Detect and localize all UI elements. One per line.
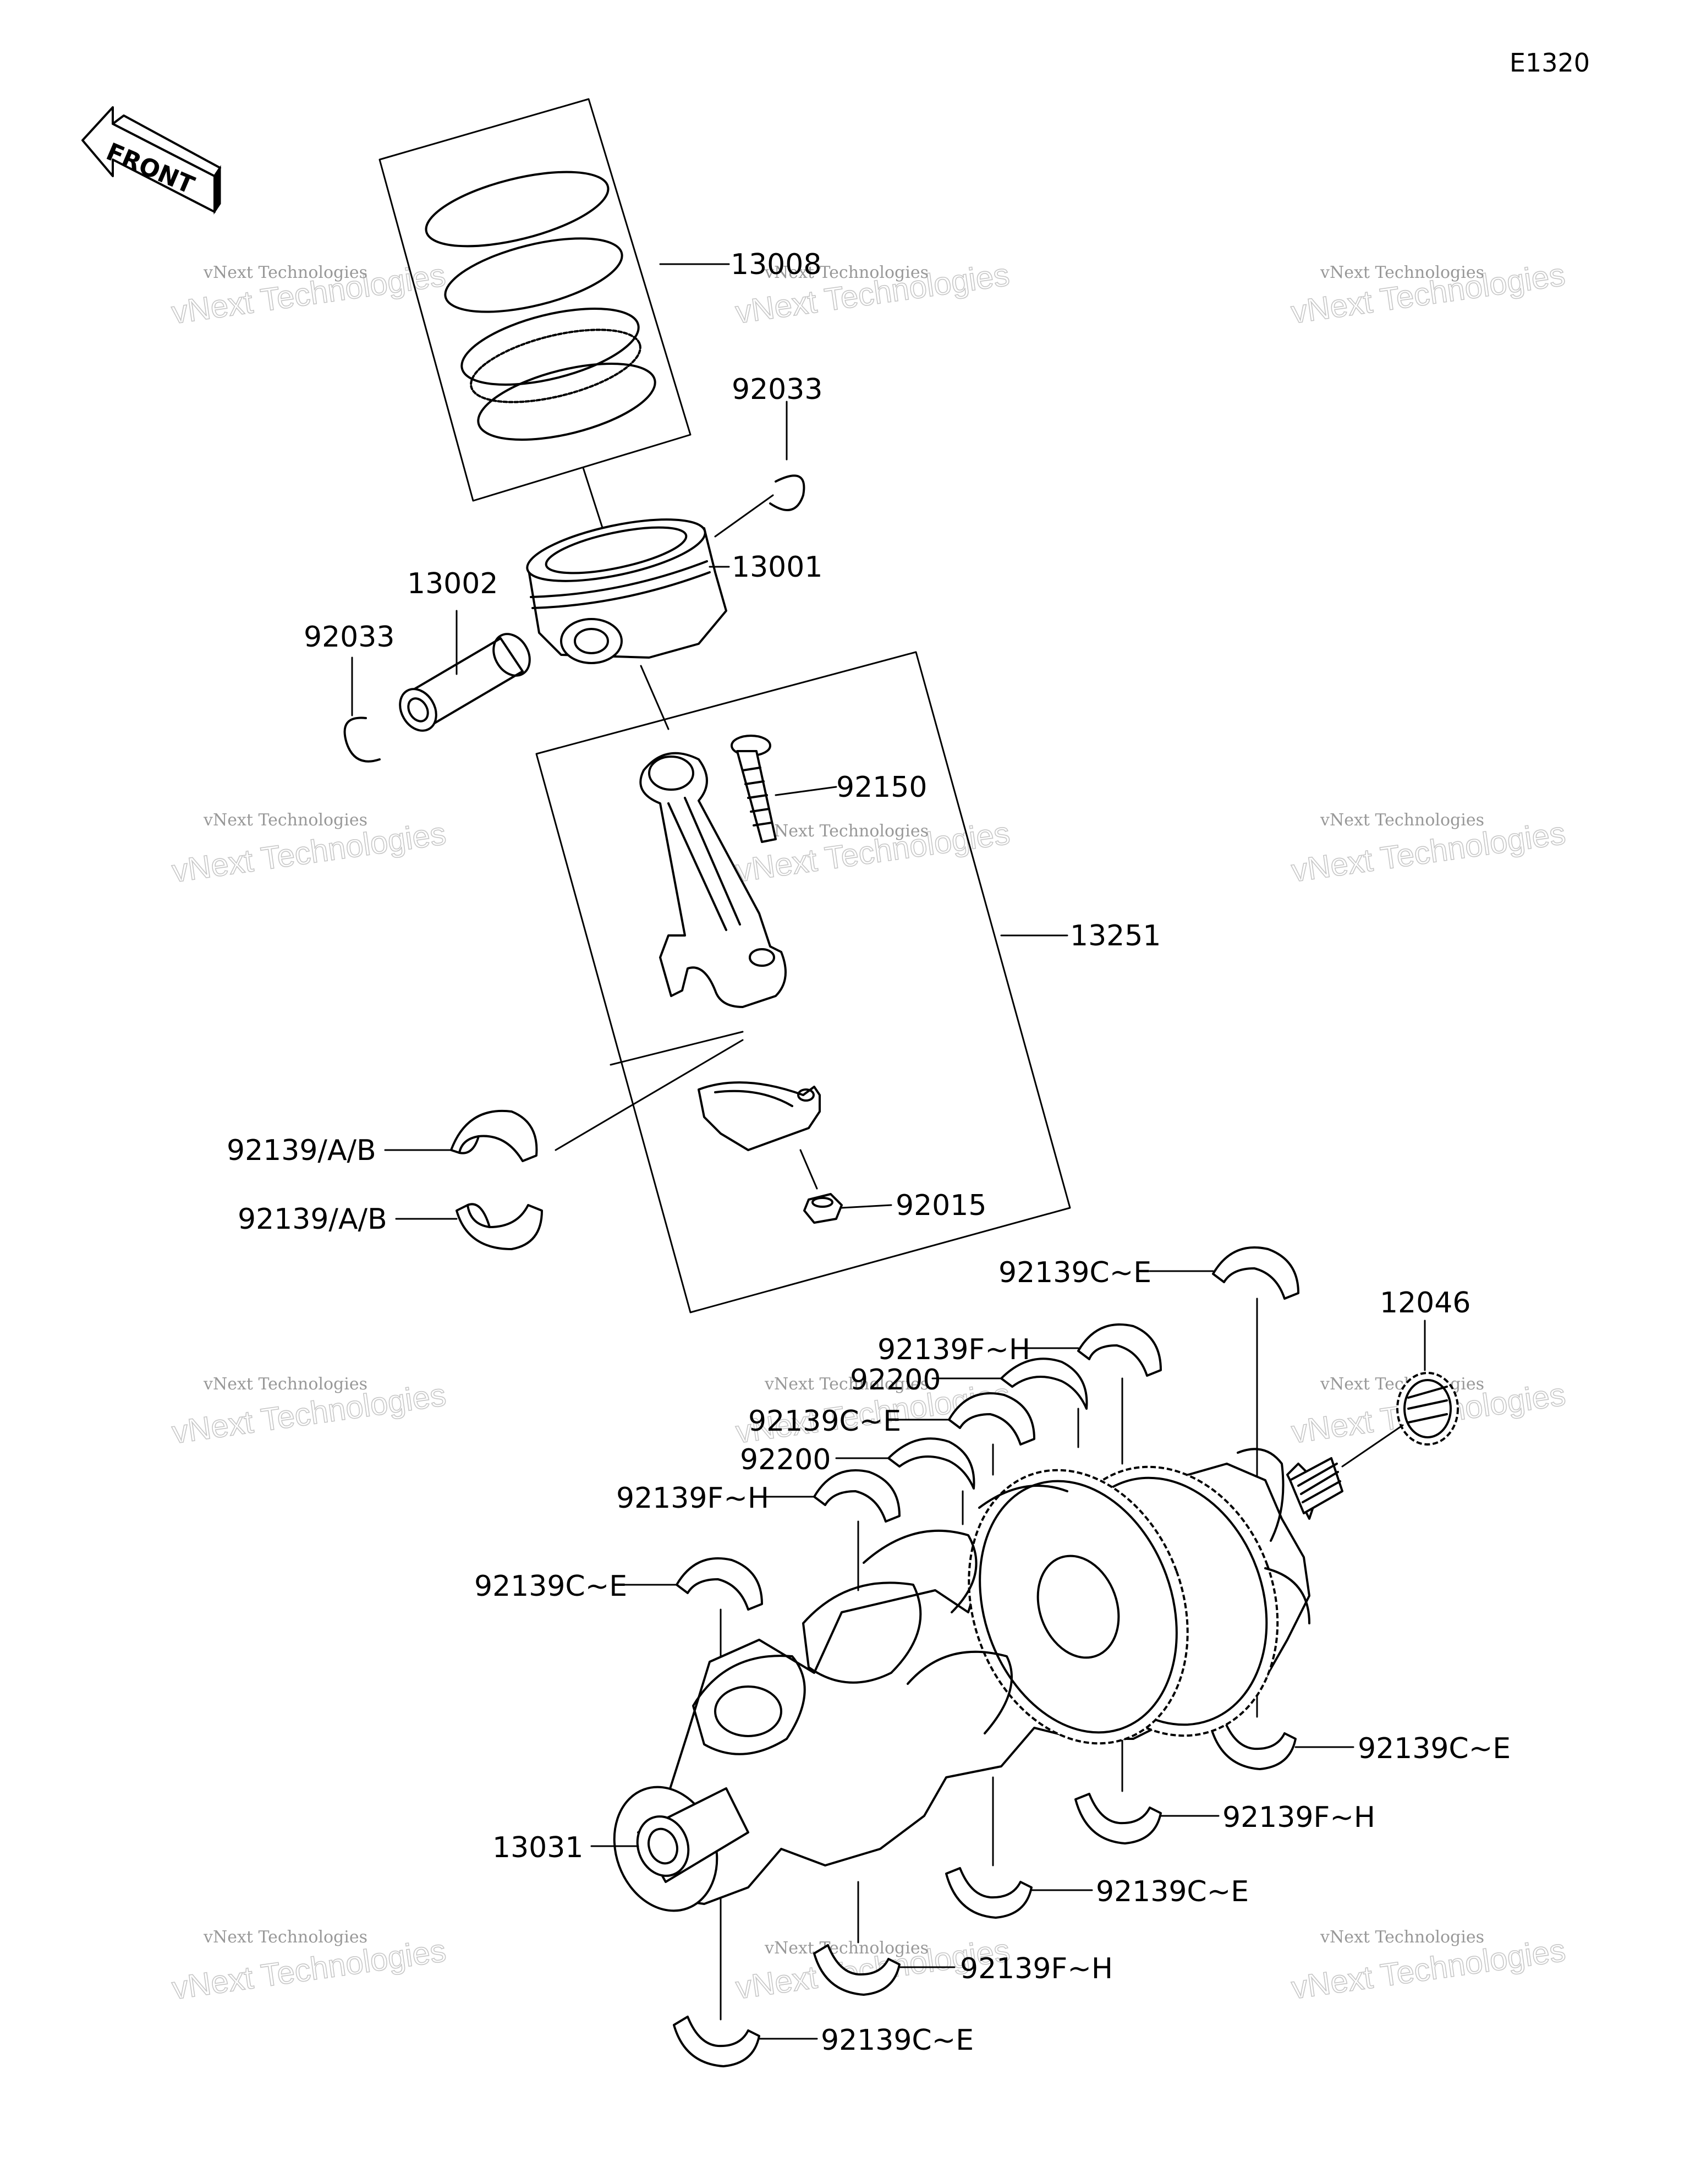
part-label: 92033 <box>304 621 394 654</box>
diagram-code: E1320 <box>1510 48 1590 78</box>
part-label: 92139C~E <box>998 1256 1151 1289</box>
part-labels: 13008 92033 13001 13002 92033 92150 1325… <box>227 248 1511 2057</box>
part-label: 13008 <box>731 248 821 281</box>
part-label: 13251 <box>1070 919 1161 953</box>
watermark-text: vNext Technologies <box>1320 1928 1484 1947</box>
piston <box>526 518 730 664</box>
part-label: 92139C~E <box>1358 1732 1511 1765</box>
part-label: 92139C~E <box>821 2024 974 2057</box>
watermark-text: vNext Technologies <box>1320 811 1484 830</box>
part-label: 13031 <box>492 1831 583 1864</box>
connecting-rod-assembly <box>535 651 1071 1313</box>
part-label: 92200 <box>850 1364 941 1397</box>
part-label: 92139/A/B <box>238 1203 387 1236</box>
part-label: 92139/A/B <box>227 1134 376 1167</box>
conrod-bearing-lower <box>395 1203 543 1250</box>
part-label: 92139C~E <box>1096 1875 1249 1908</box>
part-label: 92139F~H <box>877 1333 1030 1366</box>
piston-ring-set <box>378 98 730 502</box>
piston-pin <box>399 633 531 732</box>
conrod-bearing-upper <box>384 1109 538 1162</box>
part-label: 92139F~H <box>960 1952 1113 1985</box>
part-label: 92033 <box>732 373 822 406</box>
part-label: 92200 <box>740 1443 831 1476</box>
part-label: 92139C~E <box>748 1405 901 1438</box>
main-bearing-shells <box>615 1246 1354 2067</box>
part-label: 92150 <box>836 771 927 804</box>
watermark-text: vNext Technologies <box>764 1375 929 1394</box>
part-label: 13001 <box>732 551 822 584</box>
watermark-text: vNext Technologies <box>203 1928 367 1947</box>
watermark-text: vNext Technologies <box>764 822 929 841</box>
watermarks: vNext Technologies vNext Technologies vN… <box>169 256 1568 2007</box>
part-label: 12046 <box>1380 1287 1470 1320</box>
part-label: 92015 <box>896 1189 986 1222</box>
crankshaft <box>590 1448 1343 1912</box>
part-label: 92139F~H <box>616 1482 769 1515</box>
watermark-text: vNext Technologies <box>764 263 929 282</box>
part-label: 92139F~H <box>1222 1801 1375 1834</box>
part-label: 92139C~E <box>474 1570 627 1603</box>
circlip-icon <box>769 474 805 511</box>
part-label: 13002 <box>407 567 498 600</box>
circlip-icon <box>343 716 381 763</box>
watermark-text: vNext Technologies <box>203 263 367 282</box>
crank-sprocket <box>1341 1320 1459 1468</box>
watermark-text: vNext Technologies <box>1320 263 1484 282</box>
watermark-text: vNext Technologies <box>764 1939 929 1958</box>
watermark-text: vNext Technologies <box>203 1375 367 1394</box>
watermark-text: vNext Technologies <box>203 811 367 830</box>
front-arrow-icon: FRONT <box>81 106 221 215</box>
